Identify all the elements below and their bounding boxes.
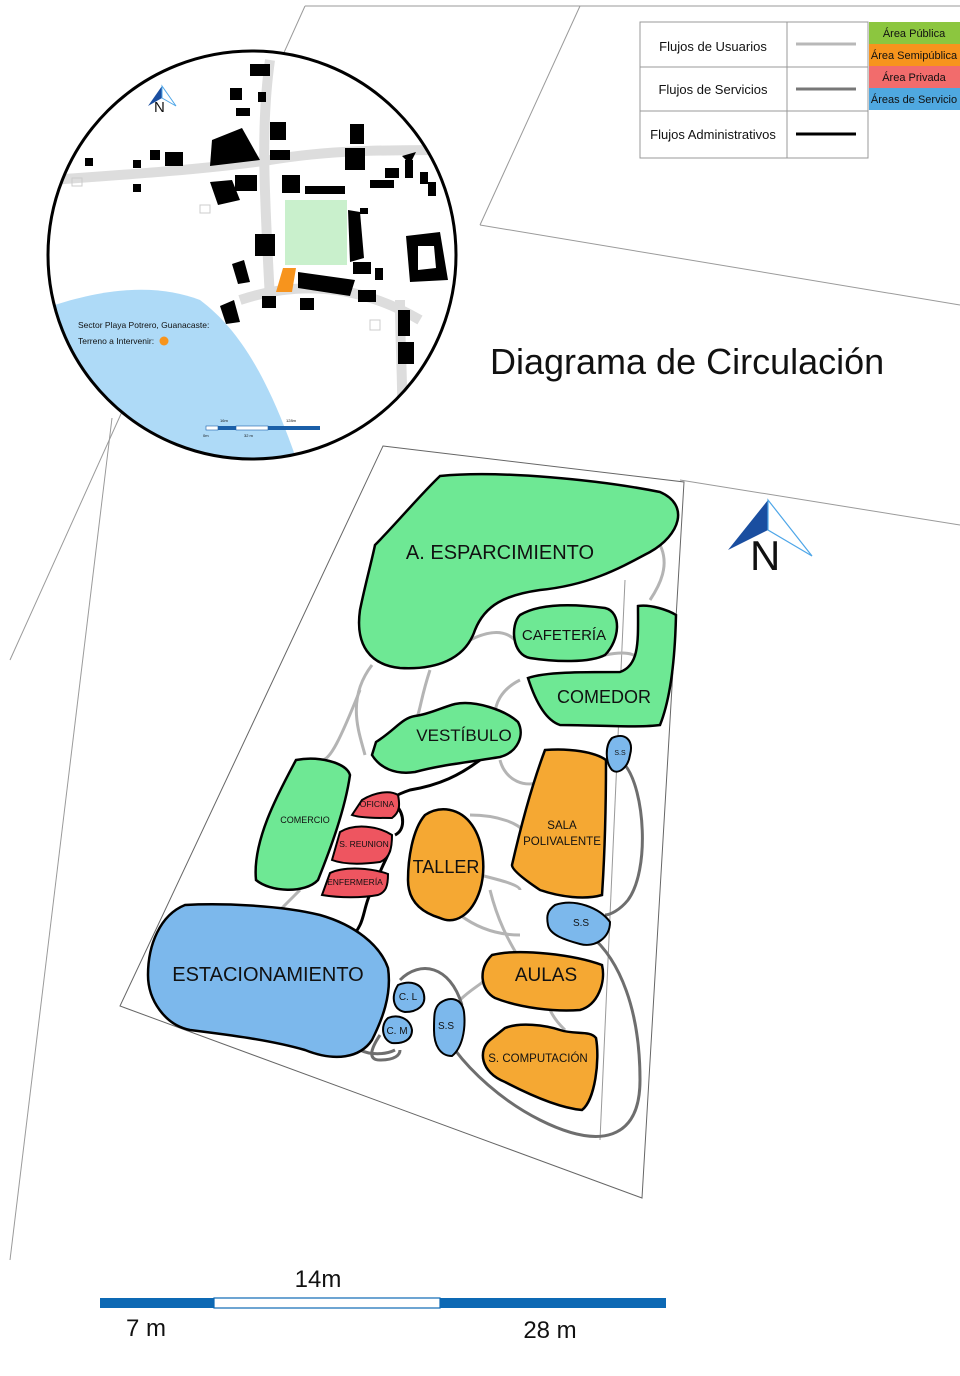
label-oficina: OFICINA	[360, 799, 395, 809]
plaza	[285, 200, 347, 265]
label-reunion: S. REUNION	[339, 839, 389, 849]
zone-esparcimiento	[357, 472, 680, 670]
label-estacionamiento: ESTACIONAMIENTO	[172, 964, 364, 986]
zone-reunion	[330, 825, 394, 865]
zone-cm	[382, 1015, 414, 1045]
label-comercio: COMERCIO	[280, 815, 330, 825]
service-flows	[359, 764, 644, 1138]
legend-private-label: Área Privada	[882, 71, 946, 84]
zone-labels: A. ESPARCIMIENTO CAFETERÍA COMEDOR VESTÍ…	[172, 542, 651, 1065]
location-map: N Sector Playa Potrero, Guanacaste: Terr…	[46, 49, 458, 461]
label-esparcimiento: A. ESPARCIMIENTO	[406, 542, 594, 564]
label-aulas: AULAS	[515, 965, 577, 986]
zone-ss-mid	[546, 901, 612, 946]
map-scale-0: 0m	[203, 433, 209, 438]
scale-label-28m: 28 m	[523, 1317, 576, 1344]
zone-vestibulo	[370, 701, 522, 774]
label-sala-line2: POLIVALENTE	[523, 836, 601, 848]
legend-semi-chip	[869, 44, 960, 66]
terrain-caption: Terreno a Intervenir:	[78, 336, 154, 346]
zone-comercio	[254, 757, 352, 891]
zone-oficina	[350, 791, 401, 820]
zone-cl	[392, 981, 426, 1014]
zones	[146, 472, 680, 1112]
zone-aulas	[481, 950, 605, 1012]
zone-estacionamiento	[146, 903, 391, 1058]
terrain-marker	[159, 336, 169, 346]
label-vestibulo: VESTÍBULO	[416, 726, 511, 745]
scale-label-14m: 14m	[295, 1266, 342, 1293]
label-enfermeria: ENFERMERÍA	[327, 877, 383, 887]
legend-admin-label: Flujos Administrativos	[650, 127, 776, 142]
legend-services-label: Flujos de Servicios	[658, 82, 768, 97]
zone-cafeteria	[512, 604, 619, 663]
legend-public-chip	[869, 22, 960, 44]
legend-semi-label: Área Semipública	[871, 49, 958, 62]
legend-private-chip	[869, 66, 960, 88]
site-caption: Sector Playa Potrero, Guanacaste:	[78, 320, 209, 330]
small-plots	[71, 177, 381, 331]
legend-service-chip	[869, 88, 960, 110]
label-ss-mid: S.S	[573, 918, 589, 929]
label-ss-top: S.S	[614, 750, 626, 757]
north-arrow-icon: N	[728, 498, 813, 579]
label-computacion: S. COMPUTACIÓN	[488, 1052, 587, 1065]
legend-service-label: Áreas de Servicio	[871, 93, 957, 106]
map-scale-32: 32 m	[244, 433, 254, 438]
zone-ss-low	[432, 998, 466, 1058]
building-footprints	[85, 64, 448, 364]
zone-enfermeria	[320, 867, 390, 899]
zone-sala	[510, 748, 608, 899]
zone-ss-top	[605, 735, 632, 773]
label-sala-line1: SALA	[547, 820, 577, 832]
label-cm: C. M	[386, 1026, 407, 1037]
map-scale-16: 16m	[220, 418, 228, 423]
legend-public-label: Área Pública	[883, 27, 946, 40]
label-comedor: COMEDOR	[557, 687, 651, 707]
map-north-letter: N	[154, 99, 165, 116]
diagram-title: Diagrama de Circulación	[490, 341, 884, 382]
zone-computacion	[481, 1023, 599, 1112]
legend-users-label: Flujos de Usuarios	[659, 39, 767, 54]
legend: Flujos de Usuarios Flujos de Servicios F…	[639, 21, 960, 159]
label-ss-low: S.S	[438, 1021, 454, 1032]
map-scale-128: 128m	[286, 418, 297, 423]
label-taller: TALLER	[413, 857, 480, 877]
zone-taller	[406, 808, 485, 922]
terrain-site	[276, 268, 296, 292]
label-cl: C. L	[399, 992, 418, 1003]
map-north-arrow-icon: N	[148, 84, 177, 116]
label-cafeteria: CAFETERÍA	[522, 627, 606, 644]
north-letter: N	[750, 532, 780, 579]
zone-comedor	[526, 604, 678, 728]
scale-bar: 14m 7 m 28 m	[100, 1266, 666, 1344]
map-scale-bar: 16m 128m 0m 32 m	[203, 418, 320, 438]
scale-label-7m: 7 m	[126, 1315, 166, 1342]
